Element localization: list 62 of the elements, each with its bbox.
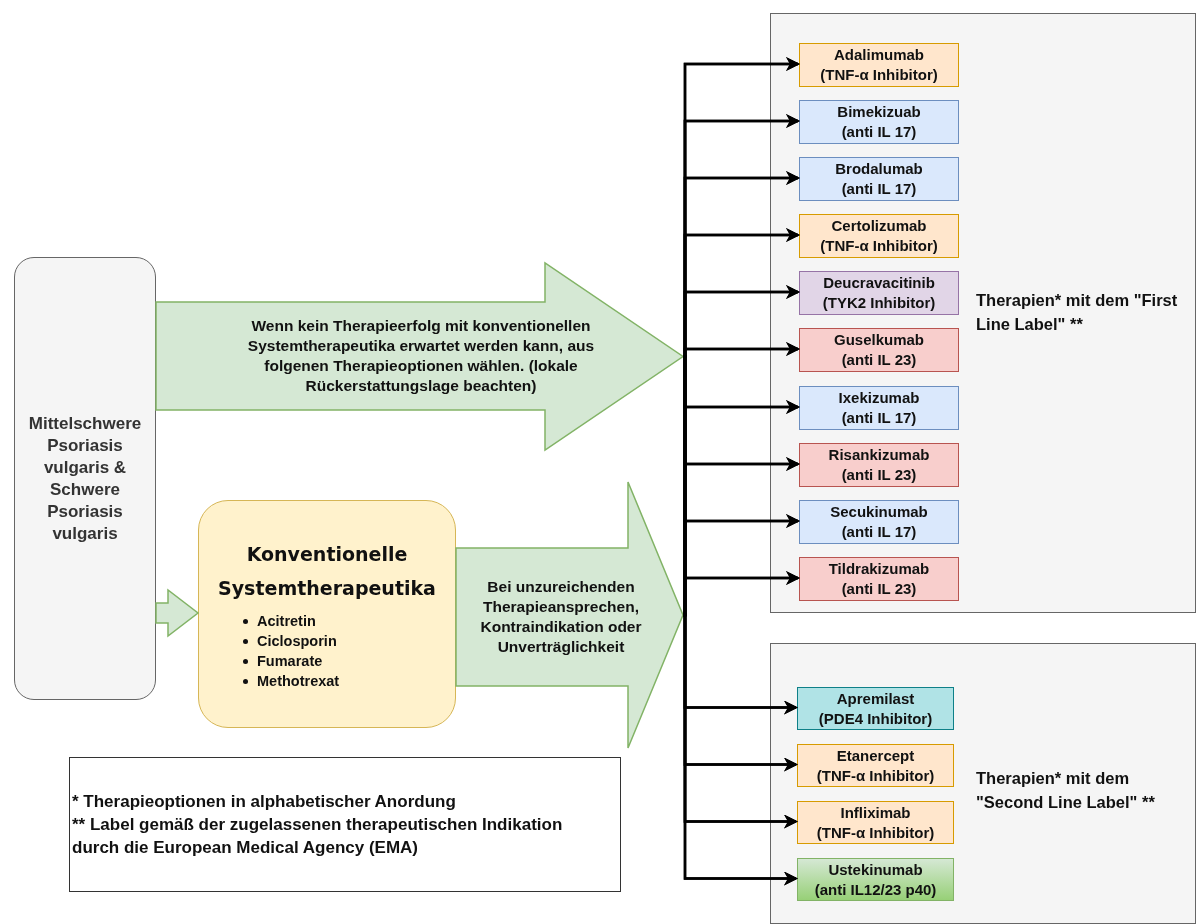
drug-label: Guselkumab [833, 330, 925, 350]
arrow-label: Bei unzureichenden Therapieansprechen, Kontraindikation oder Unverträglichkeit [479, 577, 643, 657]
block-arrow [155, 588, 200, 638]
process-banner [156, 263, 683, 450]
group-heading: Konventionelle Systemtherapeutika [217, 542, 437, 601]
footnote-box [69, 757, 621, 892]
drug-label: (anti IL 17) [840, 122, 918, 142]
list-item: Acitretin [257, 612, 316, 631]
drug-box [799, 500, 959, 544]
list-item: Fumarate [257, 652, 323, 671]
drug-label: (anti IL 23) [840, 465, 918, 485]
drug-box [799, 43, 959, 87]
list-item: Methotrexat [257, 672, 340, 691]
footnote-text: * Therapieoptionen in alphabetischer Anordung [72, 791, 457, 813]
drug-label: (anti IL 23) [840, 579, 918, 599]
drug-label: Adalimumab [833, 45, 925, 65]
drug-box [799, 328, 959, 372]
drug-box [799, 557, 959, 601]
drug-label: Apremilast [835, 688, 916, 709]
drug-label: Etanercept [835, 745, 916, 766]
drug-label: Certolizumab [830, 216, 928, 236]
drug-box [797, 858, 954, 901]
panel-background [770, 643, 1196, 924]
process-banner [456, 482, 683, 748]
condition-label: Mittelschwere Psoriasis vulgaris & Schwere Psoriasis vulgaris [28, 412, 142, 545]
drug-box [799, 214, 959, 258]
list-item: Ciclosporin [257, 632, 337, 651]
drug-label: (TNF-α Inhibitor) [815, 765, 936, 786]
panel-heading: Therapien* mit dem "Second Line Label" ** [976, 768, 1156, 813]
drug-label: Secukinumab [829, 502, 929, 522]
drug-label: Ixekizumab [837, 388, 921, 408]
drug-box [797, 801, 954, 844]
drug-box [799, 100, 959, 144]
drug-label: Risankizumab [827, 445, 931, 465]
drug-label: Deucravacitinib [822, 273, 936, 293]
therapy-group-box [198, 500, 456, 728]
drug-label: Bimekizuab [836, 102, 922, 122]
drug-label: (anti IL 17) [840, 522, 918, 542]
footnote-text: ** Label gemäß der zugelassenen therapeutischen Indikation durch die European Medical Agency (EMA) [72, 814, 564, 859]
drug-label: (TYK2 Inhibitor) [821, 293, 937, 313]
drug-label: (anti IL12/23 p40) [813, 879, 938, 900]
drug-box [797, 687, 954, 730]
drug-box [799, 271, 959, 315]
drug-label: (PDE4 Inhibitor) [817, 708, 934, 729]
drug-label: Ustekinumab [827, 859, 924, 880]
drug-label: (TNF-α Inhibitor) [819, 65, 939, 85]
condition-box [14, 257, 156, 700]
drug-label: Brodalumab [834, 159, 924, 179]
drug-box [799, 386, 959, 430]
panel-heading: Therapien* mit dem "First Line Label" ** [976, 290, 1179, 335]
drug-box [799, 157, 959, 201]
drug-label: (anti IL 17) [840, 408, 918, 428]
drug-label: (anti IL 23) [840, 350, 918, 370]
drug-label: (TNF-α Inhibitor) [815, 822, 936, 843]
drug-label: (anti IL 17) [840, 179, 918, 199]
drug-box [799, 443, 959, 487]
arrow-label: Wenn kein Therapieerfolg mit konventionellen Systemtherapeutika erwartet werden kann, aus folgenen Therapieoptionen wählen. (lokale Rückerstattungslage beachten) [246, 316, 596, 396]
drug-label: Infliximab [839, 802, 912, 823]
drug-label: Tildrakizumab [827, 559, 931, 579]
drug-box [797, 744, 954, 787]
drug-label: (TNF-α Inhibitor) [819, 236, 939, 256]
panel-background [770, 13, 1196, 613]
